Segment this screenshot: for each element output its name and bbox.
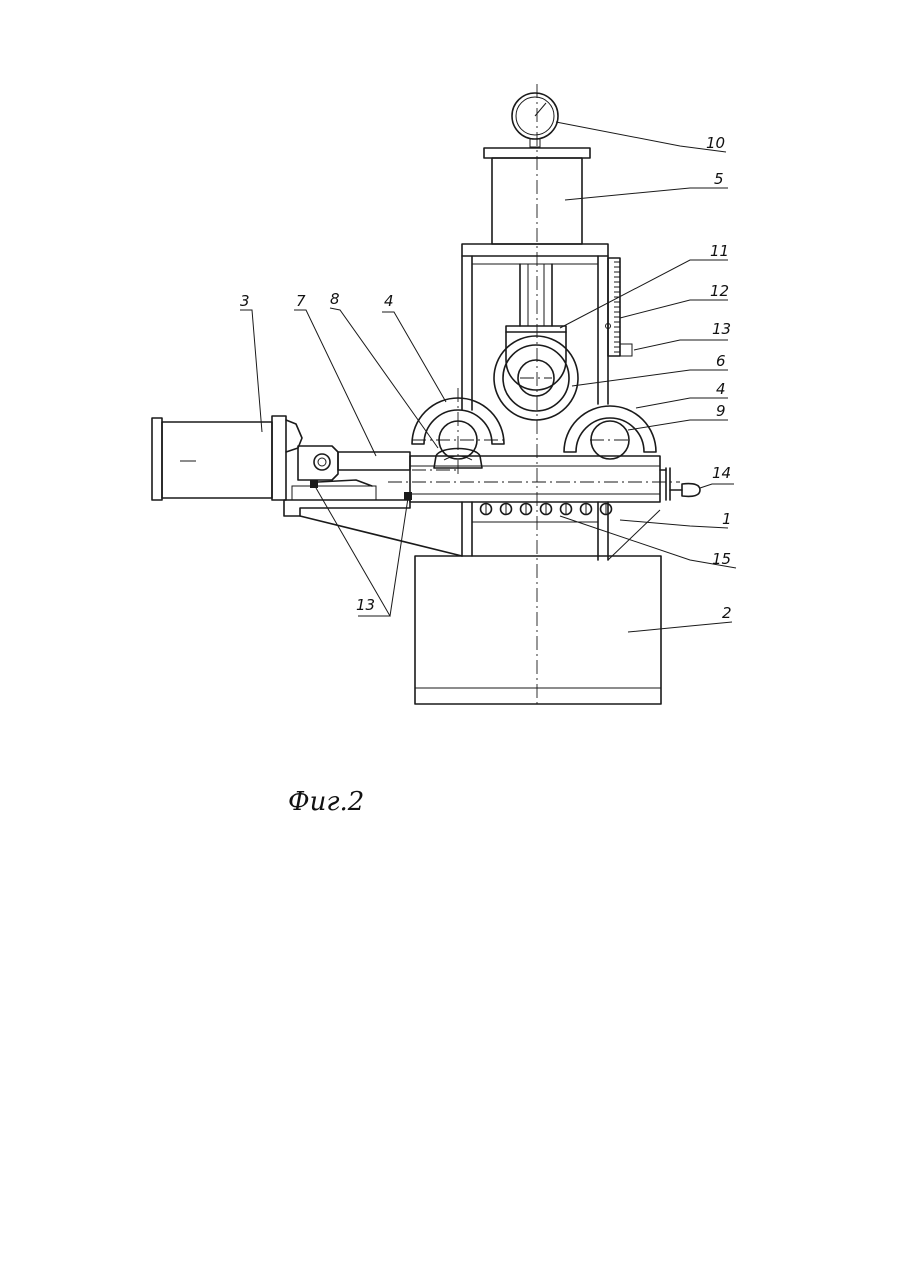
side-rail [284, 480, 462, 556]
horizontal-cylinder [152, 416, 302, 500]
label-15: 15 [712, 550, 731, 568]
center-lines [388, 84, 680, 706]
piston-rod [298, 446, 410, 486]
right-roller-housing [564, 406, 656, 459]
label-4-left: 4 [384, 292, 394, 310]
label-13-left: 13 [356, 596, 375, 614]
adjusting-handle [670, 484, 700, 497]
dial-indicator [512, 93, 558, 147]
label-10: 10 [706, 134, 725, 152]
figure-caption: Фиг.2 [288, 787, 364, 817]
upper-frame [462, 244, 608, 410]
left-roller-housing [412, 398, 504, 468]
label-1: 1 [722, 510, 732, 528]
machine-base [415, 556, 661, 704]
label-6: 6 [716, 352, 726, 370]
label-4-right: 4 [716, 380, 726, 398]
label-5: 5 [714, 170, 724, 188]
label-9: 9 [716, 402, 726, 420]
label-7: 7 [296, 292, 306, 310]
main-beam [410, 456, 670, 502]
label-8: 8 [330, 290, 340, 308]
upper-roller-carriage [494, 326, 578, 420]
label-13-right: 13 [712, 320, 731, 338]
label-3: 3 [240, 292, 250, 310]
measuring-scale [606, 258, 633, 356]
label-11: 11 [710, 242, 729, 260]
label-12: 12 [710, 282, 729, 300]
label-14: 14 [712, 464, 731, 482]
label-2: 2 [722, 604, 732, 622]
